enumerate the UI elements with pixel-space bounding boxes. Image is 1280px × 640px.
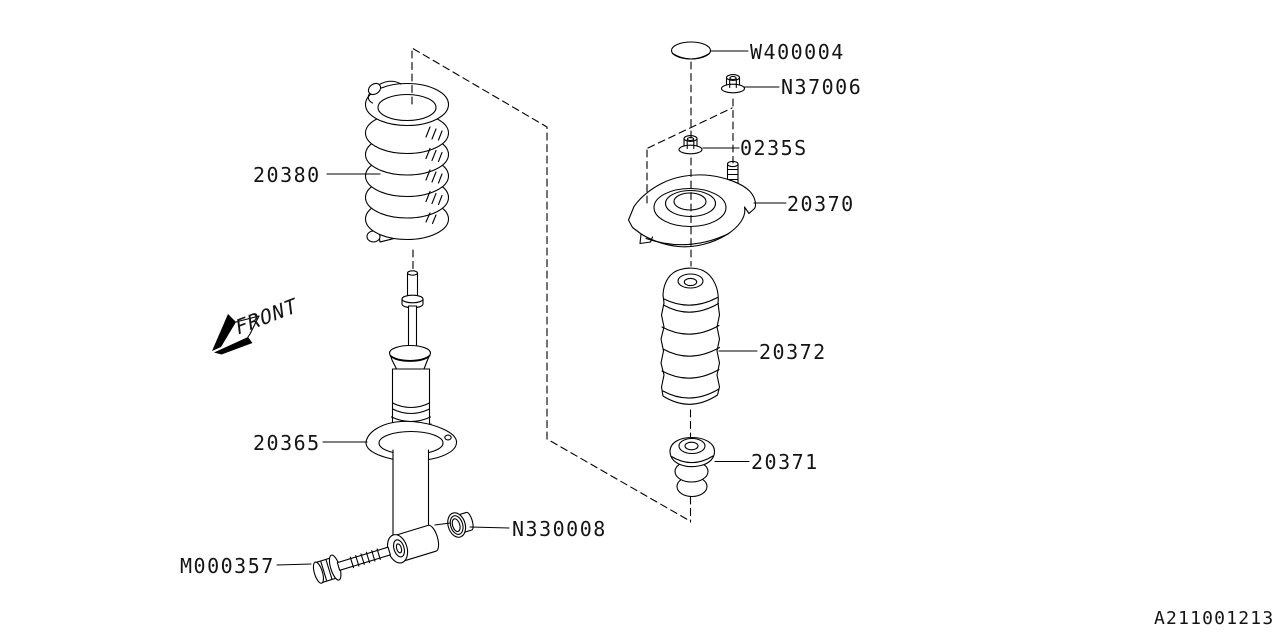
- spring-end-stub-top-line: [367, 80, 402, 104]
- shock-absorber-art: [365, 270, 458, 564]
- part-label-20371[interactable]: 20371: [751, 450, 819, 474]
- nut-0235s-art: [678, 135, 703, 155]
- eye-bore: [393, 539, 405, 558]
- boot-top-hole: [683, 277, 698, 287]
- spring-end-stub-top-face: [367, 82, 382, 96]
- part-label-n37006[interactable]: N37006: [781, 75, 863, 99]
- helper-rubber-art: [669, 436, 716, 498]
- bump-cap-rim: [670, 455, 714, 464]
- cap-rim: [671, 52, 711, 60]
- part-label-0235s[interactable]: 0235S: [740, 136, 808, 160]
- nut-hex-facets: [686, 139, 695, 150]
- front-arrow-upper-wedge: [212, 314, 236, 351]
- bolt-head-face: [312, 561, 324, 584]
- strut-upper-seat-rim: [389, 354, 431, 362]
- nut-n37006-art: [720, 74, 746, 94]
- mount-plate-thickness: [645, 232, 730, 246]
- strut-lower-body-sides: [392, 449, 430, 537]
- dust-cover-art: [660, 267, 721, 405]
- strut-eye-bushing: [386, 524, 440, 564]
- nut-hex-facets: [729, 78, 737, 89]
- part-label-20372[interactable]: 20372: [759, 340, 827, 364]
- cap-art: [670, 41, 712, 60]
- part-label-m000357[interactable]: M000357: [180, 554, 275, 578]
- strut-flange-hole: [444, 434, 452, 441]
- part-label-n330008[interactable]: N330008: [512, 517, 607, 541]
- spring-hatch-ticks: [425, 126, 443, 225]
- bump-top-hole: [684, 441, 699, 451]
- spring-top-coil: [364, 82, 450, 127]
- bolt-shaft: [336, 546, 391, 571]
- nut-flange: [720, 83, 746, 94]
- part-label-w400004[interactable]: W400004: [750, 40, 845, 64]
- strut-rod-collar-top: [401, 294, 424, 304]
- drawing-number: A211001213: [1154, 608, 1275, 629]
- bolt-head-facets: [320, 559, 333, 581]
- eye-bore-inner: [395, 543, 403, 554]
- strut-rod-tip: [406, 272, 419, 299]
- strut-mount-art: [627, 160, 757, 248]
- front-arrow-icon: [212, 314, 260, 355]
- part-label-20370[interactable]: 20370: [787, 192, 855, 216]
- strut-lower-body-fill: [393, 450, 429, 537]
- nut-flange: [678, 144, 703, 155]
- axis-dashed-lines: [411, 47, 734, 523]
- boot-convolutions: [661, 296, 721, 399]
- front-arrow-lower-wedge: [214, 337, 253, 355]
- coil-spring-art: [364, 80, 450, 243]
- strut-upper-seat-top: [388, 344, 432, 362]
- mount-ring-inner: [673, 192, 707, 211]
- nut-bore: [451, 518, 461, 533]
- bolt-threads: [349, 548, 381, 569]
- leader-lines: [276, 50, 787, 566]
- strut-rod: [407, 305, 418, 351]
- mount-ring-outer: [653, 187, 727, 228]
- front-arrow-tail: [235, 315, 260, 338]
- part-label-20365[interactable]: 20365: [253, 431, 321, 455]
- part-label-20380[interactable]: 20380: [253, 163, 321, 187]
- bolt-art: [312, 546, 391, 584]
- nut-face-ring: [449, 515, 464, 535]
- mount-plate-tab: [639, 233, 654, 245]
- bump-top-face: [678, 437, 706, 455]
- nut-face: [447, 512, 467, 538]
- nut-n330008-art: [447, 511, 474, 538]
- spring-top-opening: [377, 93, 437, 122]
- strut-rod-tip-top: [406, 270, 419, 276]
- boot-top-opening: [677, 273, 704, 289]
- nut-bore: [729, 75, 737, 81]
